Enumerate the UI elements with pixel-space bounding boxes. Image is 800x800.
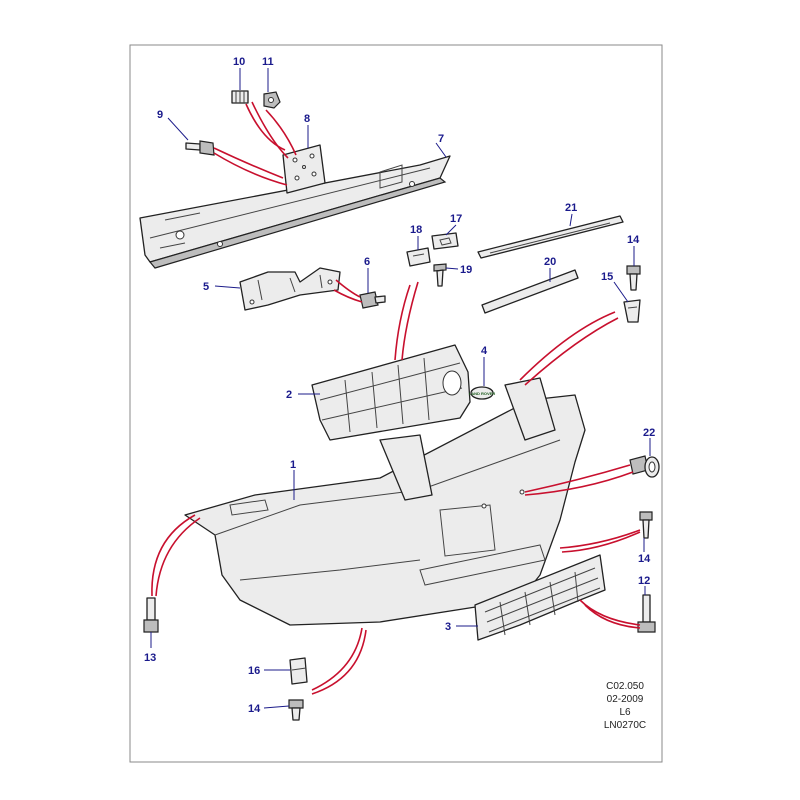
callout-9: 9 bbox=[157, 109, 163, 121]
callout-14-upper: 14 bbox=[627, 234, 640, 246]
callout-8: 8 bbox=[304, 113, 310, 125]
reference-section: C02.050 bbox=[606, 681, 644, 692]
part-9-bolt bbox=[185, 140, 215, 156]
callout-11: 11 bbox=[262, 56, 274, 68]
callout-18: 18 bbox=[410, 224, 422, 236]
part-8-mounting-plate bbox=[282, 144, 326, 194]
callout-15: 15 bbox=[601, 271, 613, 283]
reference-date: 02-2009 bbox=[606, 694, 644, 705]
part-2-grille bbox=[311, 344, 471, 441]
part-6-bolt bbox=[359, 291, 386, 309]
badge-text: LAND ROVER bbox=[469, 391, 496, 396]
part-21-trim-strip bbox=[477, 215, 624, 259]
leader-lines bbox=[150, 68, 651, 709]
part-1-bumper-cover bbox=[184, 377, 586, 626]
part-17-clip-nut bbox=[431, 232, 459, 250]
callout-7: 7 bbox=[438, 133, 444, 145]
part-4-badge: LAND ROVER bbox=[469, 386, 496, 400]
callout-22: 22 bbox=[643, 427, 655, 439]
callout-16: 16 bbox=[248, 665, 260, 677]
reference-drawing: LN0270C bbox=[603, 720, 647, 731]
diagram-frame bbox=[129, 44, 663, 763]
part-11-nut bbox=[263, 91, 281, 109]
part-14-screw-upper bbox=[626, 265, 641, 291]
callout-12: 12 bbox=[638, 575, 650, 587]
part-3-mesh-insert bbox=[474, 554, 606, 641]
drawing-reference-block: C02.050 02-2009 L6 LN0270C bbox=[600, 680, 650, 732]
callout-13: 13 bbox=[144, 652, 156, 664]
part-18-clip bbox=[406, 247, 431, 267]
callout-2: 2 bbox=[286, 389, 292, 401]
callout-1: 1 bbox=[290, 459, 296, 471]
part-14-screw-middle bbox=[639, 511, 653, 539]
part-20-trim-strip bbox=[481, 269, 579, 314]
reference-model: L6 bbox=[619, 707, 631, 718]
callout-6: 6 bbox=[364, 256, 370, 268]
part-5-bracket bbox=[239, 267, 341, 311]
part-14-screw-lower bbox=[288, 699, 304, 721]
callout-labels: 10 11 8 9 7 5 6 18 17 19 21 20 14 15 2 4… bbox=[144, 56, 655, 715]
callout-19: 19 bbox=[460, 264, 472, 276]
association-lines bbox=[151, 101, 641, 695]
callout-4: 4 bbox=[481, 345, 488, 357]
callout-21: 21 bbox=[565, 202, 577, 214]
part-7-reinforcement-beam bbox=[139, 155, 451, 269]
callout-14-lower: 14 bbox=[248, 703, 261, 715]
part-22-sensor bbox=[629, 455, 660, 478]
part-12-fastener bbox=[637, 594, 656, 633]
callout-5: 5 bbox=[203, 281, 209, 293]
part-10-stud bbox=[231, 90, 249, 104]
callout-3: 3 bbox=[445, 621, 451, 633]
callout-10: 10 bbox=[233, 56, 245, 68]
part-15-clip bbox=[623, 299, 641, 323]
part-19-push-rivet bbox=[433, 263, 447, 287]
callout-17: 17 bbox=[450, 213, 462, 225]
part-13-bolt bbox=[143, 597, 159, 633]
callout-14-middle: 14 bbox=[638, 553, 651, 565]
callout-20: 20 bbox=[544, 256, 556, 268]
part-16-clip bbox=[289, 657, 308, 685]
